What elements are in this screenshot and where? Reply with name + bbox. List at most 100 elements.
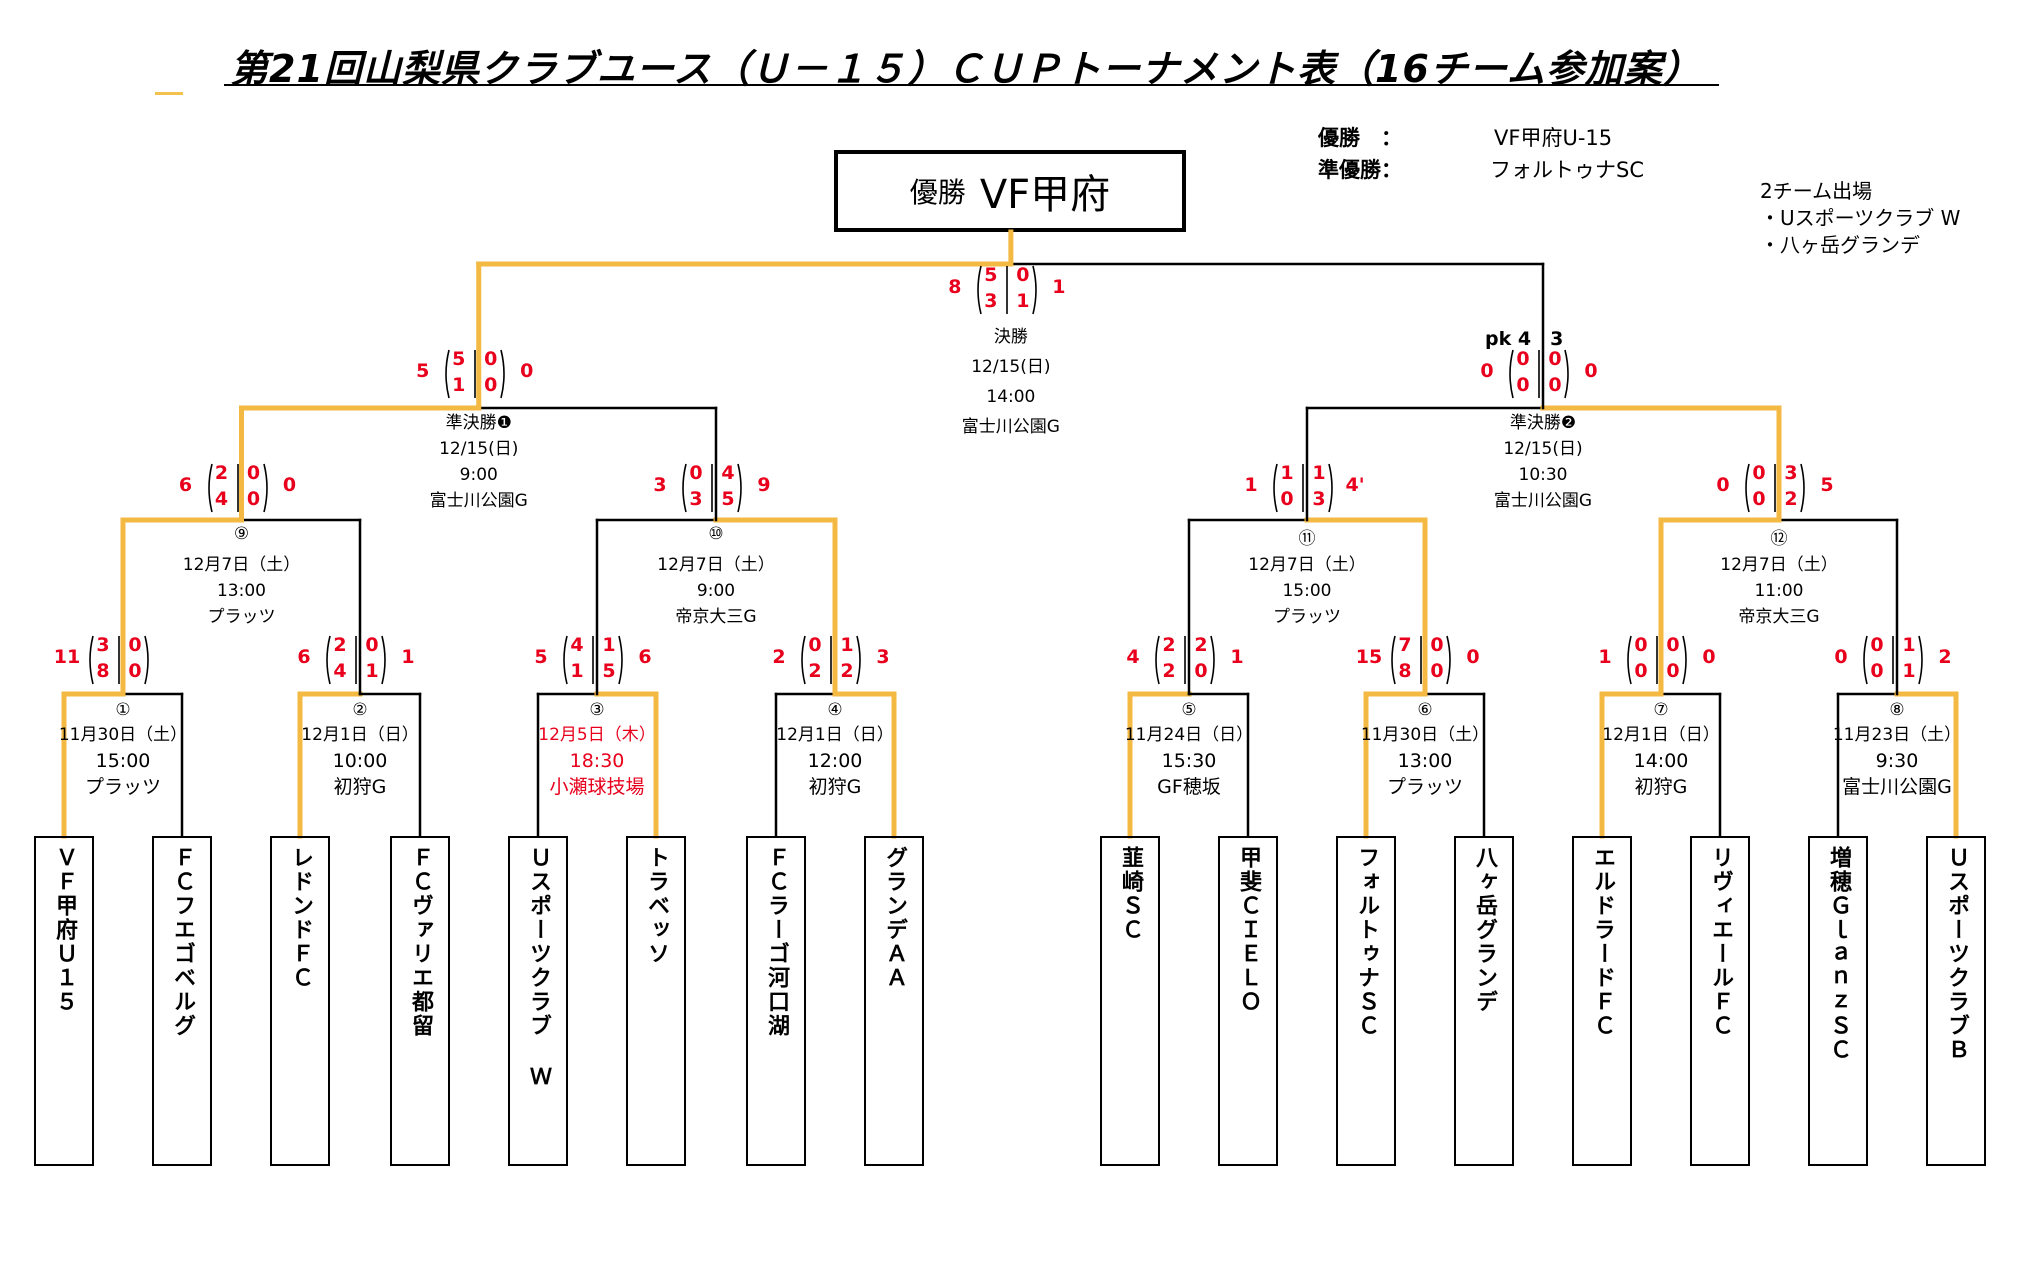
team-name: ＦＣヴァリエ都留 [408,846,433,1038]
match-venue: プラッツ [84,776,162,798]
score-value: 4' [1345,474,1365,496]
score-value: 1 [1052,276,1066,298]
note-block: 2チーム出場 ・Uスポーツクラブ W ・八ヶ岳グランデ [1760,178,1960,259]
score-value: 0 [1870,660,1884,682]
score-value: 0 [484,374,498,396]
team-box: Ｕスポーツクラブ Ｗ [508,836,568,1166]
score-value: 3 [653,474,667,496]
match-venue: プラッツ [1272,607,1341,627]
match-time: 13:00 [1397,750,1453,772]
score-value: 0 [808,634,822,656]
score-value: 0 [1634,634,1648,656]
score-value: 0 [1516,348,1530,370]
match-time: 10:30 [1518,465,1568,485]
match-venue: 初狩G [1634,776,1688,798]
match-date: 12月7日（土） [1248,555,1366,575]
match-number: ⑥ [1417,700,1433,720]
match-time: 9:00 [696,581,736,601]
score-value: 4 [570,634,584,656]
score-value: 1 [570,660,584,682]
team-box: ＦＣヴァリエ都留 [390,836,450,1166]
score-brace [207,463,268,513]
score-brace [1627,635,1687,685]
score-value: 2 [214,462,229,484]
score-value: 5 [984,264,998,286]
match-number: ⑤ [1181,700,1197,720]
match-time: 15:30 [1161,750,1217,772]
score-value: 1 [1312,462,1326,484]
match-date: 12/15(日) [439,439,519,459]
champion-label: 優勝 [909,176,966,209]
score-value: 0 [1516,374,1530,396]
score-value: 0 [246,488,261,510]
score-value: 1 [365,660,379,682]
score-value: 0 [1548,348,1562,370]
score-value: 7 [1398,634,1412,656]
match-venue: 初狩G [808,776,862,798]
score-brace [89,635,149,685]
match-time: 10:00 [332,750,388,772]
match-date: 12月7日（土） [1720,555,1838,575]
note-line: ・Uスポーツクラブ W [1760,206,1961,230]
score-value: 0 [1716,474,1730,496]
match-time: 12:00 [807,750,863,772]
match-venue: 富士川公園G [961,417,1060,437]
match-venue: 小瀬球技場 [549,776,645,798]
score-value: 0 [1016,264,1030,286]
match-venue: 初狩G [333,776,387,798]
match-date: 12月7日（土） [182,555,301,575]
score-value: 5 [416,360,430,382]
score-value: 1 [840,634,854,656]
match-date: 12月1日（日） [1602,725,1720,745]
team-name: リヴィエールＦＣ [1708,846,1733,1038]
match-date: 12月1日（日） [301,725,419,745]
match-venue: プラッツ [1386,776,1464,798]
score-value: 0 [520,360,534,382]
decorative-dash [155,92,183,95]
team-box: フォルトゥナＳＣ [1336,836,1396,1166]
score-value: 0 [1666,634,1680,656]
match-date: 12月7日（土） [657,555,775,575]
score-value: 0 [1194,660,1208,682]
match-date: 11月23日（土） [1832,725,1962,745]
team-name: ＦＣラーゴ河口湖 [764,846,789,1038]
team-box: レドンドＦＣ [270,836,330,1166]
score-value: 0 [1466,646,1480,668]
score-value: 0 [1702,646,1716,668]
score-brace [1155,635,1215,685]
team-name: 甲斐ＣＩＥＬＯ [1236,846,1261,1014]
pk-score: pk 4 3 [1485,328,1564,350]
score-value: 5 [1820,474,1834,496]
match-venue: 富士川公園G [1842,776,1952,798]
team-box: グランデＡＡ [864,836,924,1166]
team-box: トラベッソ [626,836,686,1166]
runner-up-team: フォルトゥナSC [1490,158,1644,182]
score-value: 0 [365,634,379,656]
team-box: 甲斐ＣＩＥＬＯ [1218,836,1278,1166]
match-no: 準決勝❷ [1509,413,1577,433]
match-date: 12月5日（木） [538,725,656,745]
score-value: 4 [333,660,347,682]
score-value: 6 [638,646,652,668]
score-value: 5 [452,348,466,370]
score-value: 3 [96,634,110,656]
match-number: ⑧ [1889,700,1905,720]
score-value: 4 [214,488,229,510]
score-brace [682,463,742,513]
team-box: ＵスポーツクラブＢ [1926,836,1986,1166]
score-value: 0 [1634,660,1648,682]
score-brace [977,265,1037,315]
champion-team: VF甲府 [979,172,1111,218]
match-date: 12/15(日) [971,357,1051,377]
note-line: ・八ヶ岳グランデ [1760,233,1920,257]
